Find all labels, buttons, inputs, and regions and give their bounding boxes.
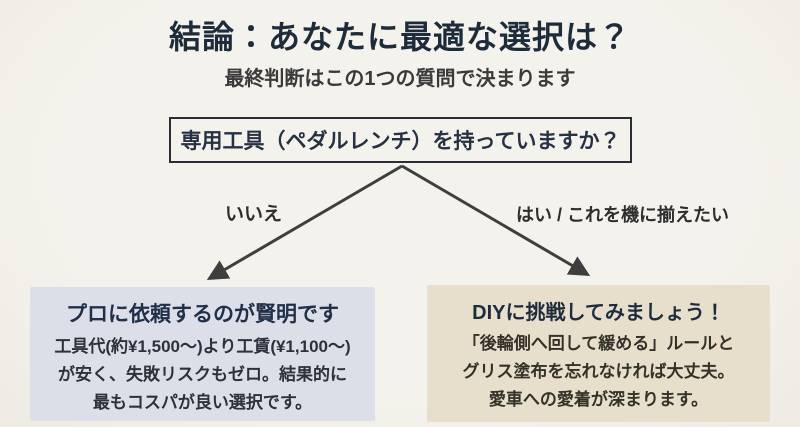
result-card-diy: DIYに挑戦してみましょう！ 「後輪側へ回して緩める」ルールと グリス塗布を忘れ… <box>427 285 770 422</box>
pro-card-line: 工具代(約¥1,500〜)より工賃(¥1,100〜) <box>54 337 351 356</box>
diy-card-body: 「後輪側へ回して緩める」ルールと グリス塗布を忘れなければ大丈夫。 愛車への愛着… <box>427 330 770 414</box>
pro-card-title: プロに依頼するのが賢明です <box>66 303 339 326</box>
result-card-pro: プロに依頼するのが賢明です 工具代(約¥1,500〜)より工賃(¥1,100〜)… <box>30 287 375 421</box>
diy-card-line: 「後輪側へ回して緩める」ルールと <box>462 334 735 353</box>
diy-card-line: 愛車への愛着が深まります。 <box>488 389 709 409</box>
page-subtitle: 最終判断はこの1つの質問で決まります <box>224 68 576 90</box>
diy-card-line: グリス塗布を忘れなければ大丈夫。 <box>462 361 735 381</box>
branch-label-yes: はい / これを機に揃えたい <box>516 205 730 225</box>
branch-label-no: いいえ <box>225 204 283 225</box>
diy-card-title: DIYに挑戦してみましょう！ <box>472 302 725 324</box>
pro-card-line: 最もコスパが良い選択です。 <box>92 392 313 412</box>
question-box: 専用工具（ペダルレンチ）を持っていますか？ <box>169 117 632 163</box>
page-title: 結論：あなたに最適な選択は？ <box>168 19 631 55</box>
pro-card-body: 工具代(約¥1,500〜)より工賃(¥1,100〜) が安く、失敗リスクもゼロ。… <box>30 333 375 417</box>
pro-card-line: が安く、失敗リスクもゼロ。結果的に <box>58 364 347 384</box>
question-text: 専用工具（ペダルレンチ）を持っていますか？ <box>180 130 621 153</box>
